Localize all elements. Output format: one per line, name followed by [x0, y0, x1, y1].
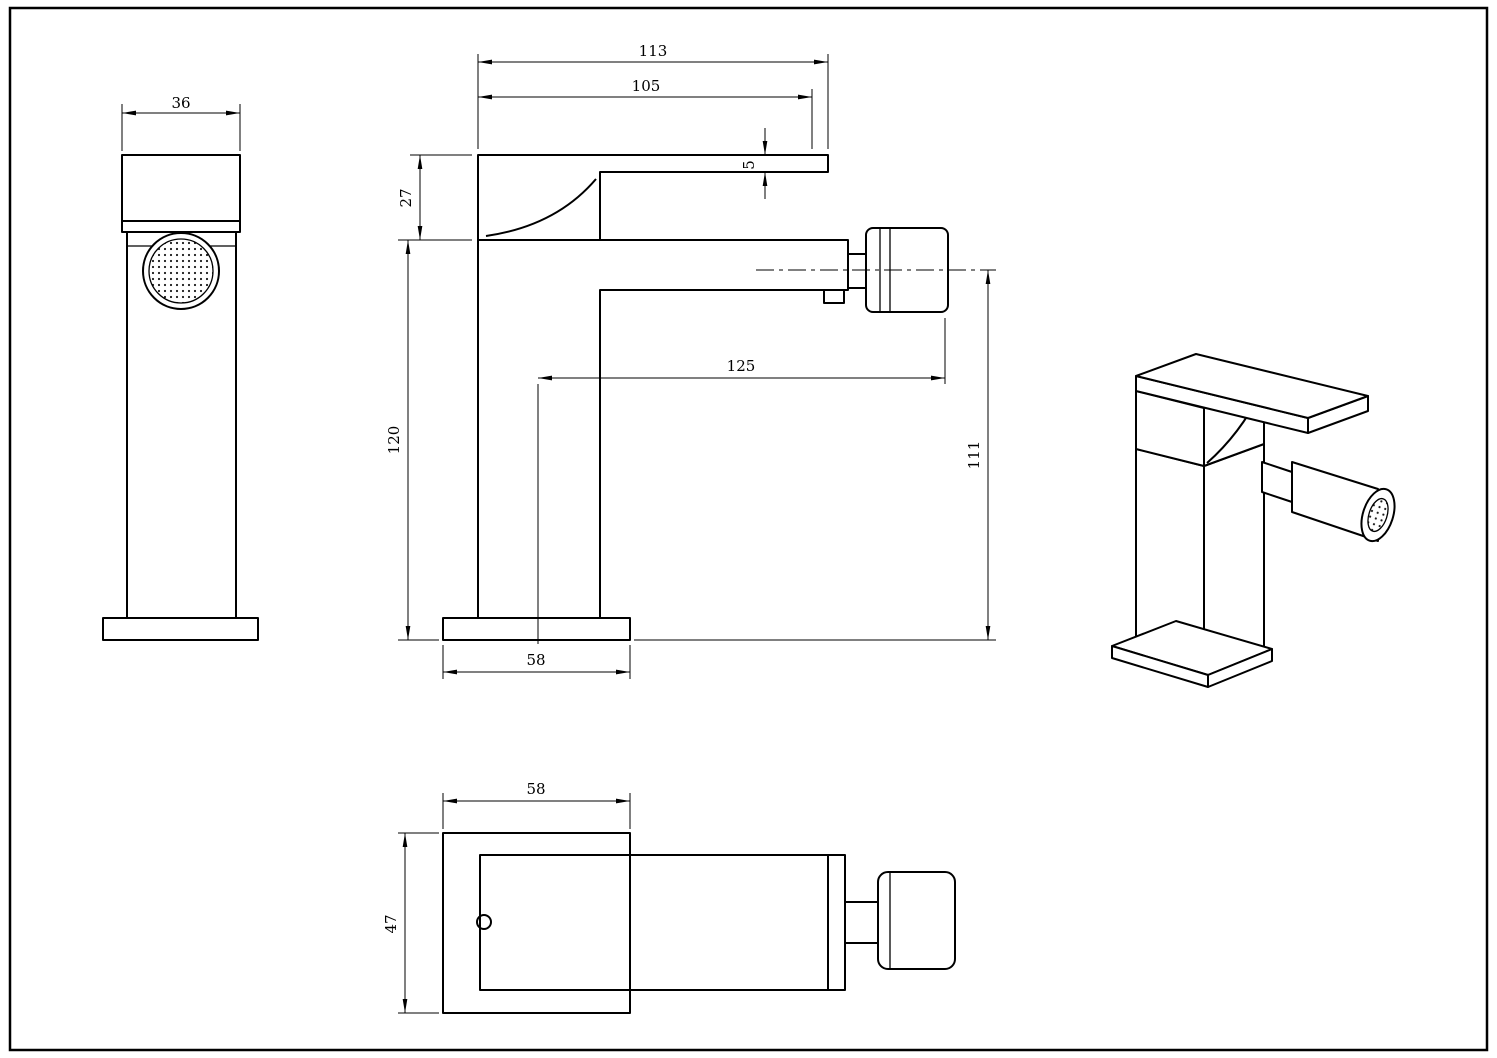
- dim-lever-thickness: 5: [740, 128, 768, 199]
- drawing-border: [8, 6, 1489, 1052]
- dim-label-front-head-width: 36: [171, 94, 190, 112]
- front-base-plate: [102, 617, 259, 641]
- plan-fixing-hole: [476, 914, 492, 930]
- dim-spout-depth: 105: [478, 77, 813, 149]
- dim-base-depth-side: 58: [442, 645, 631, 679]
- plan-base-outline: [442, 832, 631, 1014]
- dim-label-base-depth-plan: 58: [526, 780, 545, 798]
- plan-outlet-neck: [844, 901, 879, 944]
- dim-total-depth: 113: [477, 42, 829, 149]
- front-head-outline: [121, 154, 241, 233]
- dim-label-lever-thickness: 5: [740, 160, 758, 170]
- dim-base-width-plan: 47: [382, 832, 439, 1014]
- dim-outlet-reach: 125: [537, 318, 946, 644]
- dim-label-base-depth-side: 58: [526, 651, 545, 669]
- side-underspout-detail: [823, 289, 845, 304]
- iso-base-front-right-face: [1207, 648, 1273, 688]
- front-aerator-mesh: [148, 238, 214, 304]
- side-spout-mouth-curve: [485, 178, 597, 237]
- iso-lever-top-face: [1135, 353, 1369, 419]
- dim-base-depth-plan: 58: [442, 780, 631, 829]
- dim-label-total-depth: 113: [639, 42, 668, 60]
- side-outlet-neck: [847, 253, 867, 289]
- dim-label-outlet-reach: 125: [727, 357, 756, 375]
- iso-outlet-cylinder: [1291, 461, 1379, 542]
- dim-body-height: 120: [385, 240, 439, 641]
- dim-outlet-height: 111: [634, 270, 996, 641]
- plan-view: 58 47: [382, 780, 956, 1014]
- dim-label-outlet-height: 111: [965, 441, 983, 470]
- dim-label-spout-depth: 105: [632, 77, 661, 95]
- dim-label-head-height: 27: [397, 188, 415, 207]
- isometric-view: [1111, 353, 1396, 688]
- dim-front-head-width: 36: [121, 94, 241, 151]
- front-view: 36: [102, 94, 259, 641]
- dim-label-base-width-plan: 47: [382, 914, 400, 933]
- side-view: 113 105 5 27 120 125: [385, 42, 996, 679]
- side-base-plate: [442, 617, 631, 641]
- dim-label-body-height: 120: [385, 426, 403, 455]
- plan-outlet-cylinder: [877, 871, 956, 970]
- iso-outlet-aerator: [1367, 497, 1389, 533]
